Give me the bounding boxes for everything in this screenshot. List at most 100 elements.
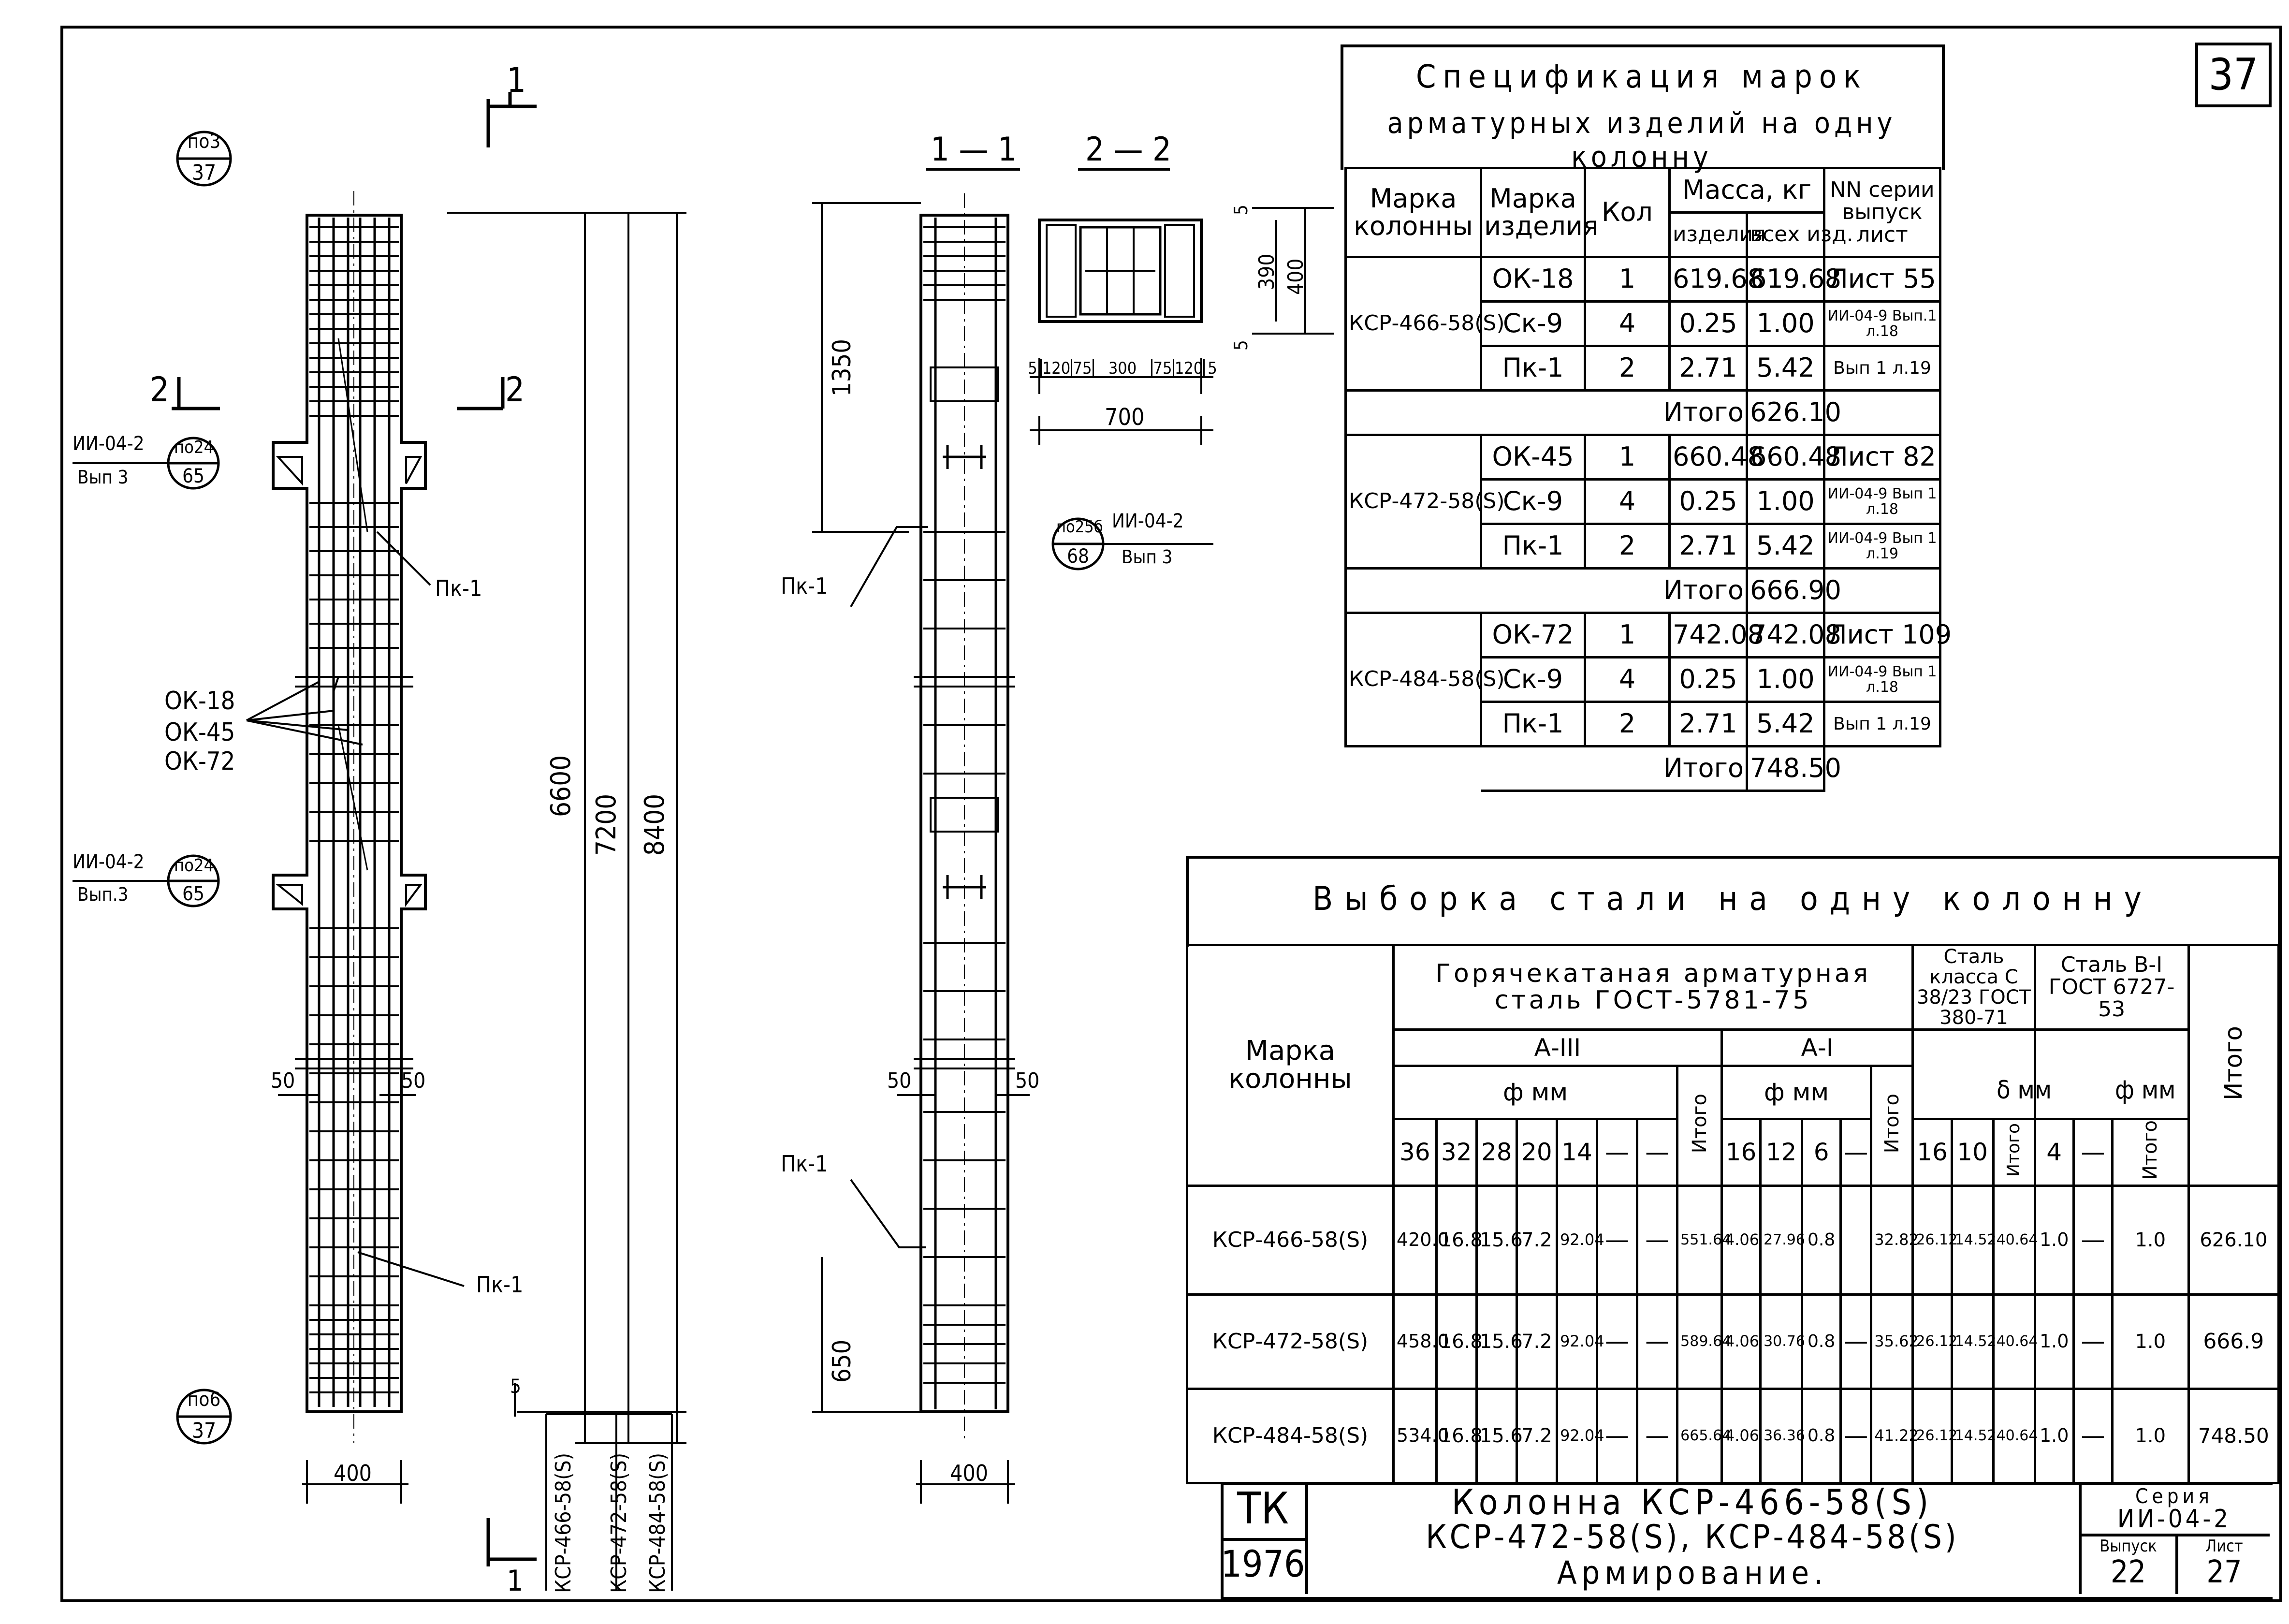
steel-h-hot-rolled: Горячекатаная арматурная сталь ГОСТ-5781…: [1392, 944, 1914, 1031]
steel-r1-a1-2: 0.8: [1800, 1184, 1842, 1296]
section-2-2-title: 2 — 2: [1085, 131, 1171, 169]
spec-g2-r1-item: ОК-45: [1480, 434, 1586, 481]
dim-1350-text: 1350: [828, 338, 857, 396]
section-1-1-view: [914, 193, 1015, 1443]
title-line3: Армирование.: [1557, 1554, 1828, 1592]
label-ok45: ОК-45: [164, 718, 235, 747]
title-block-vdivider: [2175, 1534, 2178, 1594]
spec-g1-r1-item: ОК-18: [1480, 256, 1586, 303]
spec-g1-column: КСР-466-58(S): [1344, 256, 1504, 392]
spec-g1-r2-qty: 4: [1584, 300, 1671, 347]
steel-h-itogo-c: Итого: [1992, 1118, 2036, 1187]
steel-r2-a3-total: 589.64: [1676, 1293, 1731, 1390]
title-block-org: ТК: [1237, 1483, 1289, 1534]
spec-g3-itogo: 748.50: [1746, 745, 1841, 792]
ref-vyp3-mid: Вып 3: [1122, 546, 1173, 568]
dim-50-mid-b: 50: [1015, 1068, 1040, 1093]
spec-g1-r3-mass: 2.71: [1668, 345, 1748, 392]
steel-r1-a1-0: 4.06: [1720, 1184, 1762, 1296]
spec-g2-itogo-spacer: [1344, 567, 1481, 613]
steel-r1-a1-3: [1839, 1184, 1873, 1296]
spec-g2-r3-item: Пк-1: [1480, 523, 1586, 570]
sheet-frame: [60, 26, 2282, 1602]
steel-h-itogo-c-text: Итого: [2004, 1123, 2024, 1177]
spec-g2-r1-ref: Лист 82: [1823, 434, 1941, 481]
steel-r1-a3-6: —: [1636, 1184, 1679, 1296]
steel-r1-b-1: —: [2072, 1184, 2114, 1296]
spec-g3-r1-ref: Лист 109: [1823, 612, 1952, 658]
title-block-seriya: ИИ-04-2: [2117, 1505, 2231, 1534]
steel-r3-a3-0: 534.0: [1392, 1387, 1449, 1484]
steel-r1-a3-1: 16.8: [1435, 1184, 1483, 1296]
steel-r2-c-1: 14.52: [1950, 1293, 1997, 1390]
steel-r2-a1-total: 35.62: [1870, 1293, 1919, 1390]
steel-h-itogo-a3-text: Итого: [1688, 1094, 1711, 1154]
dim-5-bottom-right: 5: [1230, 340, 1252, 351]
steel-r2-a1-3: —: [1839, 1293, 1873, 1390]
spec-h-nn: NN серии выпуск лист: [1823, 167, 1941, 258]
steel-r1-a3-total: 551.64: [1676, 1184, 1731, 1296]
steel-d-c-16: 16: [1911, 1118, 1953, 1187]
dim-400-mid: [916, 1460, 1015, 1504]
spec-g2-r3-total: 5.42: [1746, 523, 1825, 570]
title-block-divider: [2079, 1534, 2270, 1536]
dim-1350: [812, 202, 921, 533]
ref-po25b: по25б: [1056, 517, 1103, 537]
spec-g2-r1-qty: 1: [1584, 434, 1671, 481]
dim-8400-text: 8400: [639, 793, 671, 856]
spec-g3-r1-qty: 1: [1584, 612, 1671, 658]
steel-r1-c-1: 14.52: [1950, 1184, 1997, 1296]
spec-g1-itogo-empty: [1823, 389, 1941, 436]
steel-r3-a1-0: 4.06: [1720, 1387, 1762, 1484]
steel-d-b-4: 4: [2033, 1118, 2075, 1187]
spec-g1-r3-total: 5.42: [1746, 345, 1825, 392]
label-pk1-upper: Пк-1: [435, 575, 482, 601]
ref-po3-top: по3: [187, 131, 221, 153]
dim-650: [812, 1257, 921, 1413]
spec-g1-r3-ref: Вып 1 л.19: [1823, 345, 1941, 392]
section-mark-1-bottom: [486, 1518, 537, 1566]
chain-300: 300: [1094, 359, 1152, 378]
title-block-vypusk: 22: [2110, 1554, 2146, 1590]
spec-g3-r3-item: Пк-1: [1480, 701, 1586, 747]
chain-5a: 5: [1025, 359, 1042, 378]
spec-g2-itogo-label: Итого: [1481, 567, 1748, 614]
steel-table: Марка колонны Горячекатаная арматурная с…: [1186, 944, 2280, 1484]
steel-d-b-dash: —: [2072, 1118, 2114, 1187]
leader-pk1-upper: [376, 531, 431, 586]
steel-d-a1-dash: —: [1839, 1118, 1873, 1187]
steel-d-32: 32: [1435, 1118, 1478, 1187]
ref-ii042-upper: ИИ-04-2: [73, 433, 145, 455]
spec-title-line1: Спецификация марок: [1415, 58, 1868, 95]
ref-po3-bottom: 37: [191, 161, 217, 185]
section-mark-2-right: [457, 377, 505, 410]
sheet-number: 37: [2195, 43, 2272, 107]
steel-r3-b-total: 1.0: [2111, 1387, 2190, 1484]
spec-g2-r2-qty: 4: [1584, 478, 1671, 525]
section-1-1-title: 1 — 1: [931, 131, 1017, 169]
steel-r3-a1-2: 0.8: [1800, 1387, 1842, 1484]
dim-400-left: [302, 1460, 408, 1504]
spec-g2-r2-item: Ск-9: [1480, 478, 1586, 525]
title-block-list-label: Лист: [2205, 1536, 2243, 1556]
spec-g2-r3-ref: ИИ-04-9 Вып 1 л.19: [1823, 523, 1941, 570]
steel-r1-b-total: 1.0: [2111, 1184, 2190, 1296]
steel-r1-total: 626.10: [2187, 1184, 2280, 1296]
steel-h-itogo-b-text: Итого: [2139, 1120, 2162, 1180]
steel-r1-b-0: 1.0: [2033, 1184, 2075, 1296]
chain-75b: 75: [1152, 359, 1174, 378]
spec-h-massa: Масса, кг: [1668, 167, 1825, 214]
steel-r3-a3-2: 15.6: [1475, 1387, 1523, 1484]
steel-r3-a3-4: 92.04: [1555, 1387, 1604, 1484]
steel-r2-b-0: 1.0: [2033, 1293, 2075, 1390]
vlabel-466: КСР-466-58(S): [551, 1452, 576, 1593]
spec-g3-r3-ref: Вып 1 л.19: [1823, 701, 1941, 747]
steel-d-dash1: —: [1596, 1118, 1639, 1187]
dim-390-400: [1252, 207, 1334, 335]
steel-r1-a1-total: 32.82: [1870, 1184, 1919, 1296]
label-pk1-mid-upper: Пк-1: [781, 573, 828, 599]
steel-r1-a3-3: 7.2: [1515, 1184, 1558, 1296]
spec-g1-r2-total: 1.00: [1746, 300, 1825, 347]
spec-g3-r2-mass: 0.25: [1668, 656, 1748, 703]
spec-h-izdeliya: изделия: [1668, 211, 1766, 258]
